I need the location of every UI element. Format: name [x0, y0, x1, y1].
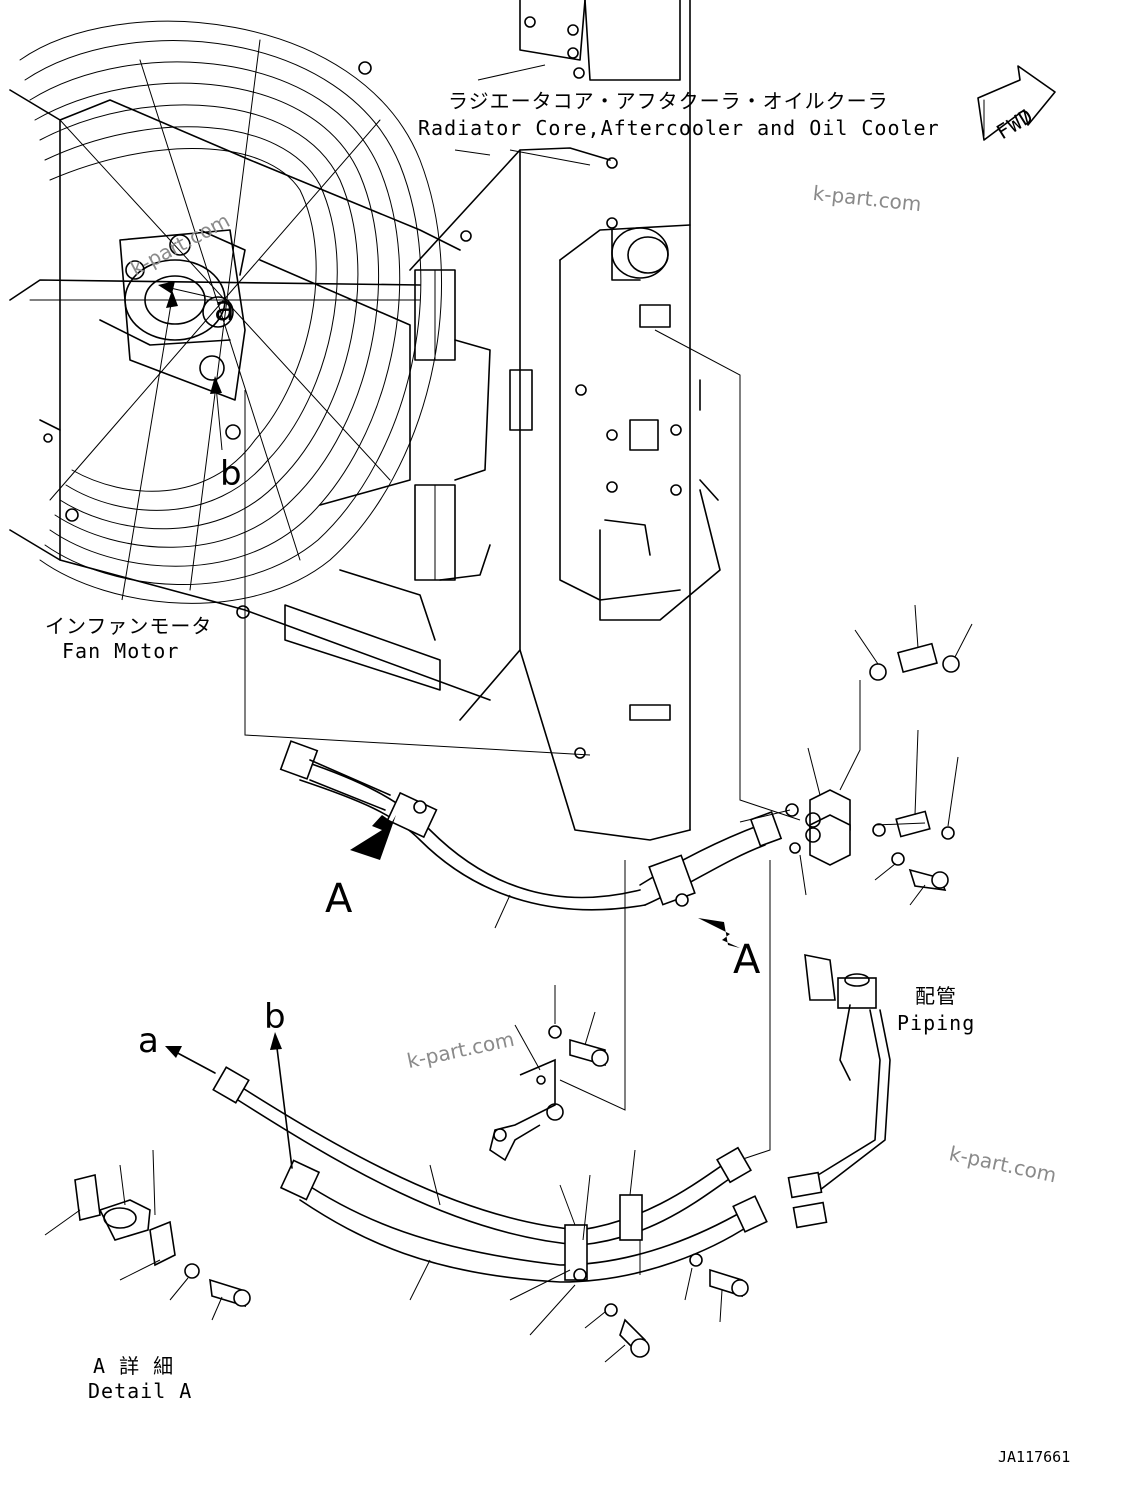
fan-motor-label-jp: インファンモータ [45, 614, 212, 638]
view-a-left: A [325, 876, 353, 922]
watermark-bottom-right: k-part.com [947, 1141, 1059, 1187]
drawing-code: JA117661 [998, 1448, 1070, 1466]
bracket-assembly [489, 1025, 749, 1358]
text-labels: ラジエータコア・アフタクーラ・オイルクーラ Radiator Core,Afte… [45, 89, 1070, 1466]
radiator-label-jp: ラジエータコア・アフタクーラ・オイルクーラ [448, 89, 889, 113]
piping-label-jp: 配管 [915, 984, 957, 1008]
marker-b-upper: b [220, 454, 242, 494]
pointer-arrows [121, 281, 740, 1169]
detail-a-label-jp: A 詳 細 [93, 1354, 174, 1378]
upper-hose-assembly [279, 740, 783, 911]
routing-lines [244, 329, 861, 1161]
piping-assembly [787, 954, 891, 1229]
view-a-right: A [733, 937, 761, 983]
radiator-label-en: Radiator Core,Aftercooler and Oil Cooler [418, 116, 940, 140]
leader-lines [44, 64, 973, 1363]
marker-b-lower: b [264, 997, 286, 1037]
detail-a-clamp [74, 1174, 251, 1308]
lower-hose-assembly [212, 1066, 768, 1283]
marker-a-upper: a [214, 289, 235, 329]
fan-motor-assembly [99, 229, 246, 440]
watermark-middle: k-part.com [405, 1027, 517, 1073]
radiator-core [358, 0, 721, 841]
fwd-arrow: FWD [977, 65, 1056, 144]
watermark-top-left: k-part.com [126, 208, 233, 280]
watermark-top-right: k-part.com [812, 181, 923, 216]
marker-a-lower: a [138, 1021, 159, 1061]
block-fittings [785, 642, 960, 891]
fan-motor-label-en: Fan Motor [62, 639, 179, 663]
fan-shroud [9, 20, 491, 701]
fwd-label: FWD [992, 103, 1038, 144]
piping-label-en: Piping [897, 1011, 975, 1035]
detail-a-label-en: Detail A [88, 1379, 192, 1403]
